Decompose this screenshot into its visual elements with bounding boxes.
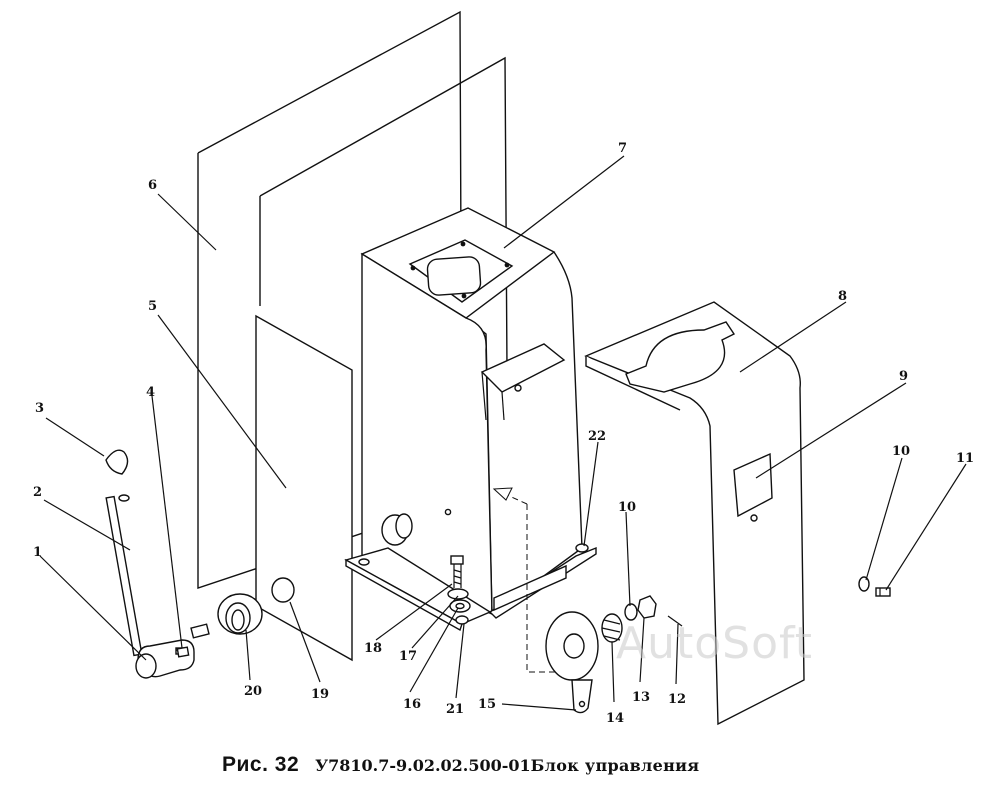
callout-20: 20 <box>244 684 262 699</box>
part-code: У7810.7-9.02.02.500-01 <box>315 756 531 775</box>
washer-10-far <box>858 576 870 592</box>
nut-13 <box>637 595 657 619</box>
leader-lines <box>39 155 967 711</box>
callout-17: 17 <box>399 649 417 664</box>
callout-18: 18 <box>364 641 382 656</box>
callout-6: 6 <box>148 178 157 193</box>
cover-8 <box>584 301 805 726</box>
callout-13: 13 <box>632 690 650 705</box>
callout-21: 21 <box>446 702 464 717</box>
bolt-assembly-16-17-18-21 <box>447 555 471 613</box>
spring-14 <box>601 613 623 643</box>
callout-12: 12 <box>668 692 686 707</box>
watermark: AutoSoft <box>616 618 813 669</box>
hole-19 <box>271 577 295 603</box>
callout-16: 16 <box>403 697 421 712</box>
callout-11: 11 <box>956 451 974 466</box>
callout-2: 2 <box>33 485 42 500</box>
housing-7 <box>360 207 583 616</box>
callout-8: 8 <box>838 289 847 304</box>
assembly-path-arrow <box>492 487 558 673</box>
cam-15 <box>545 611 599 714</box>
callout-4: 4 <box>146 385 155 400</box>
callout-10-far: 10 <box>892 444 910 459</box>
screw-11 <box>875 587 891 597</box>
pin-4 <box>176 646 190 658</box>
figure-title: Блок управления <box>530 756 700 775</box>
figure-number: Рис. 32 <box>222 753 300 776</box>
callout-7: 7 <box>618 141 627 156</box>
panel-5 <box>255 314 353 662</box>
callout-labels: 1 2 3 4 5 6 7 8 9 10 10 11 12 13 14 15 1… <box>33 141 974 726</box>
flange-20 <box>217 593 263 635</box>
callout-15: 15 <box>478 697 496 712</box>
callout-9: 9 <box>899 369 908 384</box>
callout-19: 19 <box>311 687 329 702</box>
callout-10-right: 10 <box>618 500 636 515</box>
pin-12 <box>667 615 683 627</box>
lever-assembly-1-2-3 <box>105 449 210 679</box>
washer-10-right <box>624 603 638 621</box>
callout-3: 3 <box>35 401 44 416</box>
callout-14: 14 <box>606 711 624 726</box>
figure-caption: Рис. 32 У7810.7-9.02.02.500-01Блок управл… <box>222 753 699 777</box>
callout-1: 1 <box>33 545 42 560</box>
window-9 <box>733 452 773 518</box>
callout-22: 22 <box>588 429 606 444</box>
callout-5: 5 <box>148 299 157 314</box>
